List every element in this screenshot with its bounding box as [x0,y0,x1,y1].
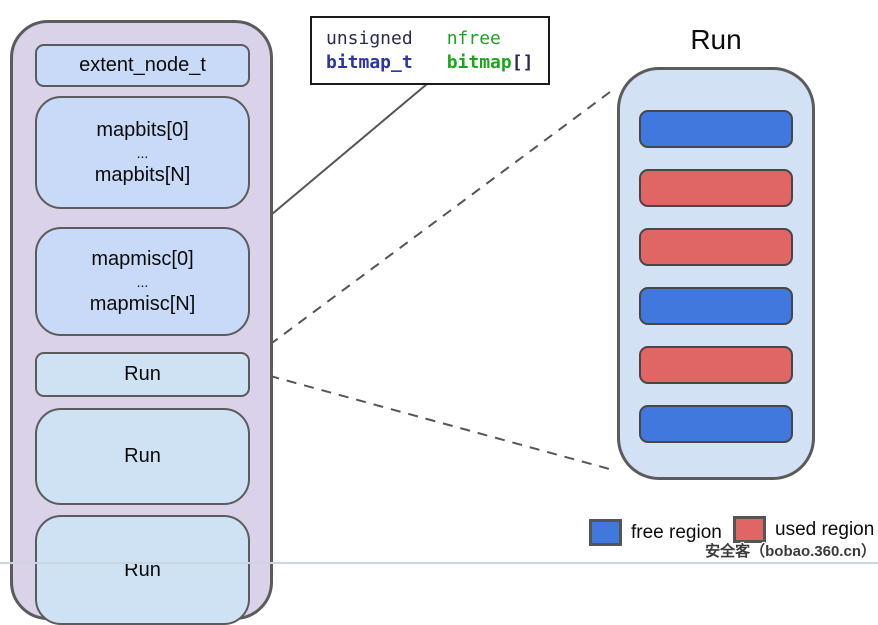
box-label: mapbits[0] [96,118,189,141]
region-bar-free [639,110,793,148]
watermark: 安全客（bobao.360.cn） [705,543,876,560]
chunk-box-mapbits: mapbits[0]... mapbits[N] [35,96,250,209]
chunk-box-run-1: Run [35,352,250,397]
code-token-field-2-brackets: [] [511,52,534,73]
box-label: Run [124,445,161,467]
box-label: mapmisc[0] [91,247,194,270]
region-bar-used [639,346,793,384]
code-token-type-2: bitmap_t [326,52,413,73]
legend-item-free: free region [589,519,722,546]
code-token-type-1: unsigned [326,28,413,49]
used-region-swatch [733,516,766,543]
box-label: mapbits[N] [94,163,191,186]
box-label: ... [136,144,149,161]
run-detail-container [617,67,815,480]
chunk-box-mapmisc: mapmisc[0]... mapmisc[N] [35,227,250,336]
region-bar-used [639,228,793,266]
box-label: Run [124,558,161,581]
code-annotation-box: unsigned nfree bitmap_t bitmap[] [310,16,550,85]
run-zoom-top-line [244,91,611,364]
code-token-field-2-name: bitmap [446,52,512,73]
box-label: extent_node_t [79,54,206,76]
chunk-container: extent_node_t mapbits[0]... mapbits[N] mapm… [10,20,273,625]
region-bar-used [639,169,793,207]
box-label: Run [124,363,161,385]
region-bar-free [639,405,793,443]
code-token-field-2: bitmap[] [447,52,534,73]
free-region-swatch [589,519,622,546]
legend-label-used: used region [775,518,875,540]
run-detail-title: Run [690,24,742,55]
box-label: mapmisc[N] [89,292,196,315]
legend-label-free: free region [631,521,722,543]
region-bar-free [639,287,793,325]
code-token-field-1: nfree [446,28,501,49]
run-zoom-bottom-line [251,370,614,471]
chunk-box-extent-node: extent_node_t [35,44,250,87]
box-label: ... [136,273,149,290]
bottom-rule [0,562,878,564]
chunk-box-run-3: Run [35,515,250,625]
legend-item-used: used region [733,516,874,543]
chunk-box-run-2: Run [35,408,250,505]
